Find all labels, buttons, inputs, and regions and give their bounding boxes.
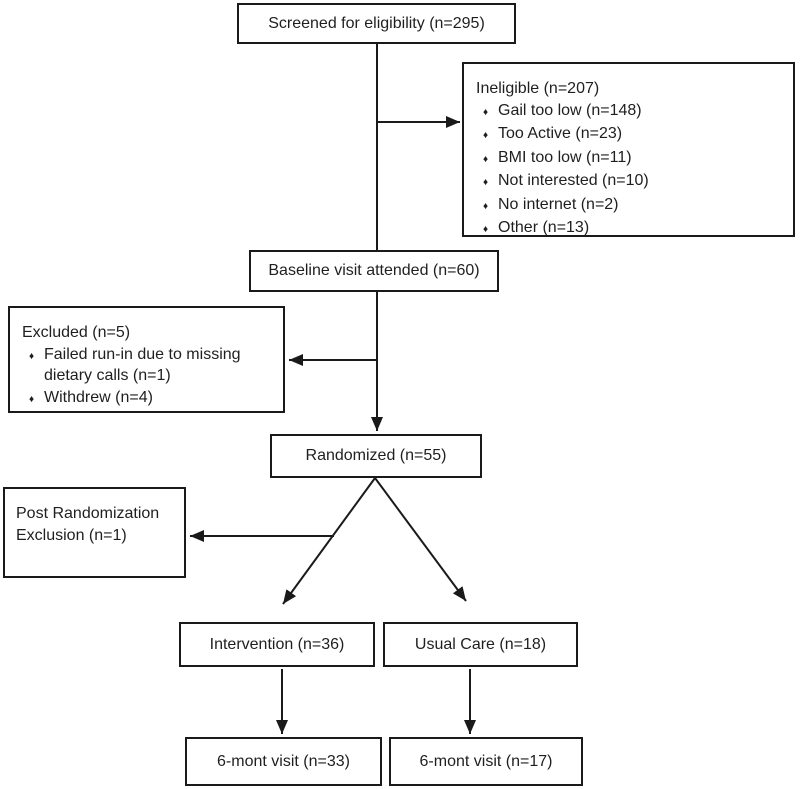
node-usual-care: Usual Care (n=18) xyxy=(383,622,578,667)
list-item: ♦ BMI too low (n=11) xyxy=(476,147,787,171)
node-screened: Screened for eligibility (n=295) xyxy=(237,3,516,44)
node-post-randomization-exclusion: Post Randomization Exclusion (n=1) xyxy=(3,487,186,578)
list-item-text: No internet (n=2) xyxy=(498,195,619,213)
list-item: ♦ Not interested (n=10) xyxy=(476,170,787,194)
edge-randomized-intervention xyxy=(282,477,376,605)
node-randomized: Randomized (n=55) xyxy=(270,434,482,478)
node-post-randomization-exclusion-label: Post Randomization Exclusion (n=1) xyxy=(16,505,160,544)
list-item-text: Gail too low (n=148) xyxy=(498,101,642,119)
node-excluded-title: Excluded (n=5) xyxy=(22,324,131,341)
list-item-text: Other (n=13) xyxy=(498,219,590,236)
node-randomized-label: Randomized (n=55) xyxy=(305,447,447,464)
node-intervention-label: Intervention (n=36) xyxy=(209,635,345,653)
list-item-text: Too Active (n=23) xyxy=(498,125,623,142)
list-item-text: Failed run-in due to missing dietary cal… xyxy=(44,345,241,385)
bullet-icon: ♦ xyxy=(29,350,35,362)
list-item: ♦ Failed run-in due to missing dietary c… xyxy=(22,344,277,387)
bullet-icon: ♦ xyxy=(483,106,489,118)
node-usual-care-6-month-visit-label: 6-mont visit (n=17) xyxy=(419,752,553,770)
node-usual-care-6-month-visit: 6-mont visit (n=17) xyxy=(389,737,583,786)
bullet-icon: ♦ xyxy=(483,224,489,235)
bullet-icon: ♦ xyxy=(483,153,489,165)
list-item: ♦ Gail too low (n=148) xyxy=(476,100,787,124)
node-intervention: Intervention (n=36) xyxy=(179,622,375,667)
bullet-icon: ♦ xyxy=(483,177,489,188)
list-item-text: Not interested (n=10) xyxy=(498,172,649,189)
bullet-icon: ♦ xyxy=(483,130,489,141)
list-item-text: Withdrew (n=4) xyxy=(44,388,153,406)
node-intervention-6-month-visit: 6-mont visit (n=33) xyxy=(185,737,382,786)
edge-randomized-usualcare xyxy=(374,477,467,602)
node-usual-care-label: Usual Care (n=18) xyxy=(414,635,547,653)
node-excluded: Excluded (n=5) ♦ Failed run-in due to mi… xyxy=(8,306,285,413)
node-baseline-visit-label: Baseline visit attended (n=60) xyxy=(268,262,480,279)
node-intervention-6-month-visit-label: 6-mont visit (n=33) xyxy=(217,752,350,770)
list-item: ♦ Other (n=13) xyxy=(476,217,787,241)
node-ineligible-title: Ineligible (n=207) xyxy=(476,80,600,97)
list-item: ♦ Too Active (n=23) xyxy=(476,123,787,147)
list-item-text: BMI too low (n=11) xyxy=(498,148,632,166)
list-item: ♦ No internet (n=2) xyxy=(476,194,787,218)
node-ineligible: Ineligible (n=207) ♦ Gail too low (n=148… xyxy=(462,62,795,237)
node-baseline-visit: Baseline visit attended (n=60) xyxy=(249,250,499,292)
node-screened-label: Screened for eligibility (n=295) xyxy=(268,14,485,32)
list-item: ♦ Withdrew (n=4) xyxy=(22,387,277,411)
bullet-icon: ♦ xyxy=(29,393,35,405)
bullet-icon: ♦ xyxy=(483,200,489,212)
